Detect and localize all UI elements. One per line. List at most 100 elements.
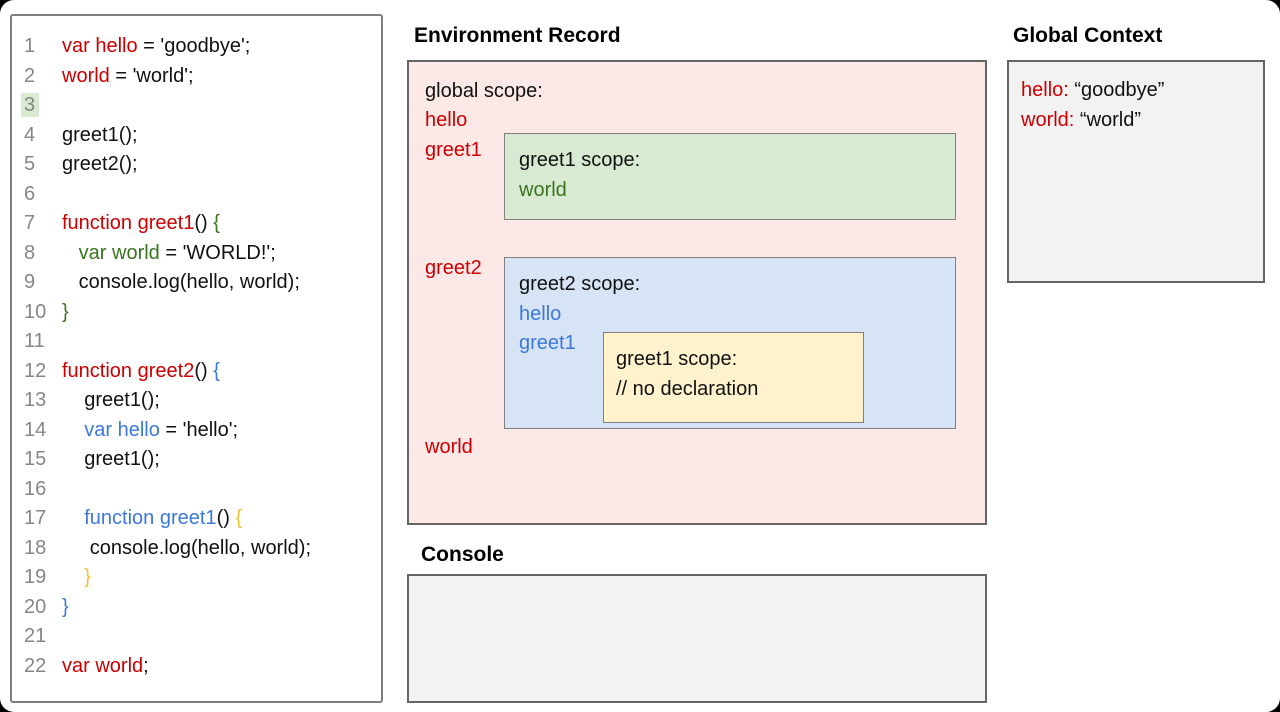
nested-greet1-scope-comment: // no declaration — [616, 377, 759, 400]
code-segment: () — [216, 507, 236, 529]
code-line: 11 — [12, 327, 381, 357]
line-number-cell: 21 — [24, 622, 62, 652]
code-line: 6 — [12, 180, 381, 210]
line-number: 10 — [24, 300, 47, 323]
code-segment: } — [62, 595, 69, 618]
nested-greet1-scope-box: greet1 scope: // no declaration — [603, 332, 864, 423]
entry-name-world: world: — [1021, 108, 1075, 131]
line-number-cell: 19 — [24, 563, 62, 593]
global-var-world: world — [425, 436, 473, 458]
code-text: greet2(); — [62, 150, 138, 180]
line-number: 11 — [24, 330, 45, 352]
line-number-cell: 7 — [24, 209, 62, 239]
code-line: 15 greet1(); — [12, 445, 381, 475]
code-segment — [62, 566, 84, 588]
entry-name-hello: hello: — [1021, 79, 1069, 101]
code-line: 16 — [12, 475, 381, 505]
entry-value-world: “world” — [1074, 108, 1142, 131]
line-number: 4 — [24, 123, 36, 146]
code-line: 9 console.log(hello, world); — [12, 268, 381, 298]
code-segment: { — [235, 507, 243, 529]
code-segment: = 'goodbye'; — [137, 35, 251, 57]
code-text: } — [62, 563, 91, 593]
code-segment: { — [213, 359, 220, 382]
code-text: function greet1() { — [62, 209, 220, 239]
line-number: 2 — [24, 64, 36, 87]
line-number: 22 — [24, 654, 47, 677]
code-segment: function greet2 — [62, 359, 195, 382]
code-line: 14 var hello = 'hello'; — [12, 416, 381, 446]
code-segment: var hello — [62, 35, 138, 57]
line-number: 6 — [24, 182, 36, 205]
code-text: world = 'world'; — [62, 62, 194, 92]
code-segment: = 'world'; — [109, 64, 194, 87]
environment-record-title: Environment Record — [414, 24, 621, 47]
line-number-cell: 8 — [24, 239, 62, 269]
line-number-cell: 18 — [24, 534, 62, 564]
code-segment: var hello — [84, 418, 160, 441]
greet1-scope-label: greet1 scope: — [519, 149, 641, 171]
line-number-cell: 2 — [24, 62, 62, 92]
line-number: 14 — [24, 418, 47, 441]
code-text: } — [62, 298, 69, 328]
line-number-cell: 3 — [21, 91, 62, 121]
line-number: 15 — [24, 448, 47, 470]
line-number-cell: 9 — [24, 268, 62, 298]
line-number-cell: 11 — [24, 327, 62, 357]
code-segment: = 'WORLD!'; — [159, 241, 276, 264]
line-number: 12 — [24, 359, 47, 382]
code-line: 5 greet2(); — [12, 150, 381, 180]
global-var-greet2: greet2 — [425, 257, 482, 279]
code-line: 21 — [12, 622, 381, 652]
code-line: 17 function greet1() { — [12, 504, 381, 534]
code-segment: } — [62, 300, 69, 323]
global-context-title: Global Context — [1013, 24, 1163, 47]
code-segment: function greet1 — [62, 212, 195, 234]
code-segment: greet1(); — [62, 448, 160, 470]
global-context-box: hello: “goodbye” world: “world” — [1007, 60, 1265, 283]
code-text: greet1(); — [62, 445, 160, 475]
code-segment: greet2(); — [62, 153, 138, 175]
code-segment: ; — [143, 654, 149, 677]
global-context-entry-world: world: “world” — [1021, 106, 1263, 136]
code-text: var world = 'WORLD!'; — [62, 239, 276, 269]
entry-value-hello: “goodbye” — [1068, 79, 1165, 101]
code-line: 13 greet1(); — [12, 386, 381, 416]
line-number-cell: 4 — [24, 121, 62, 151]
line-number-cell: 12 — [24, 357, 62, 387]
code-text: } — [62, 593, 69, 623]
greet2-scope-box: greet2 scope: hello greet1 greet1 scope:… — [504, 257, 956, 429]
code-text: greet1(); — [62, 121, 138, 151]
code-segment: console.log(hello, world); — [62, 536, 312, 559]
code-line: 2 world = 'world'; — [12, 62, 381, 92]
greet2-scope-var-greet1: greet1 — [519, 332, 576, 354]
code-segment: = 'hello'; — [159, 418, 239, 441]
greet2-scope-var-hello: hello — [519, 302, 562, 325]
line-number: 17 — [24, 507, 47, 529]
code-text: greet1(); — [62, 386, 160, 416]
global-scope-box: global scope: hello greet1 greet2 world … — [407, 60, 987, 525]
code-segment: console.log(hello, world); — [62, 271, 300, 293]
greet1-scope-box: greet1 scope: world — [504, 133, 956, 220]
line-number: 5 — [24, 153, 36, 175]
code-line: 22 var world; — [12, 652, 381, 682]
code-text: var hello = 'hello'; — [62, 416, 238, 446]
code-text: var hello = 'goodbye'; — [62, 32, 250, 62]
line-number-cell: 1 — [24, 32, 62, 62]
code-text: var world; — [62, 652, 149, 682]
line-number-cell: 22 — [24, 652, 62, 682]
line-number-cell: 6 — [24, 180, 62, 210]
line-number-highlighted: 3 — [21, 93, 40, 117]
code-line: 19 } — [12, 563, 381, 593]
code-segment: { — [213, 212, 220, 234]
line-number-cell: 5 — [24, 150, 62, 180]
code-segment: } — [84, 566, 91, 588]
global-var-hello: hello — [425, 109, 468, 131]
code-segment — [62, 507, 84, 529]
line-number-cell: 10 — [24, 298, 62, 328]
line-number-cell: 17 — [24, 504, 62, 534]
